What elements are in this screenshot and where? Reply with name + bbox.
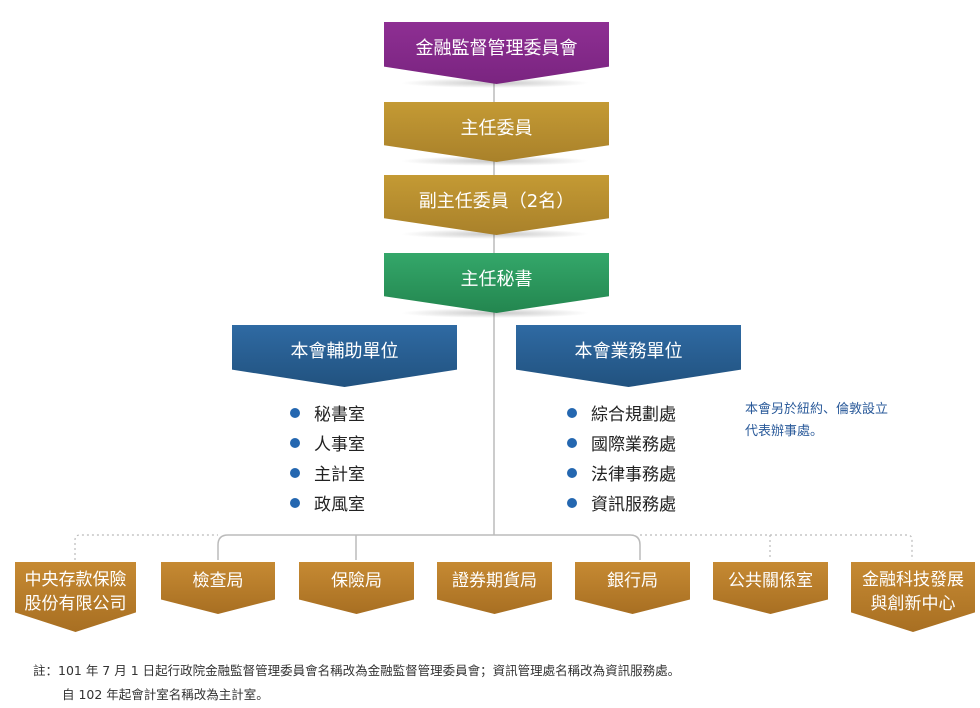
footnote-line: 註：101 年 7 月 1 日起行政院金融監督管理委員會名稱改為金融監督管理委員… [33, 663, 681, 678]
bureau-label: 檢查局 [192, 571, 244, 591]
bullet-icon [567, 497, 577, 508]
support-units-title: 本會輔助單位 [290, 341, 399, 362]
vice-chairman-label: 副主任委員（2名） [418, 191, 575, 212]
bullet-icon [567, 467, 577, 478]
bullet-icon [290, 407, 300, 418]
business-unit-label: 資訊服務處 [591, 495, 676, 515]
support-unit-item: 秘書室 [290, 400, 365, 425]
support-unit-item: 政風室 [290, 490, 365, 515]
bullet-icon [567, 437, 577, 448]
bullet-icon [290, 497, 300, 508]
support-unit-item: 人事室 [290, 430, 365, 455]
support-unit-item: 主計室 [290, 460, 365, 485]
bureau-label: 股份有限公司 [24, 594, 127, 614]
business-units-title: 本會業務單位 [574, 341, 683, 362]
support-unit-label: 政風室 [314, 495, 365, 515]
support-unit-label: 人事室 [314, 435, 365, 455]
bureau-label: 金融科技發展 [862, 570, 964, 590]
business-unit-item: 國際業務處 [567, 430, 676, 455]
secretary-general-label: 主任秘書 [460, 269, 533, 290]
support-unit-label: 主計室 [314, 465, 365, 485]
side-note-line: 代表辦事處。 [745, 424, 824, 439]
business-unit-item: 綜合規劃處 [567, 400, 676, 425]
bullet-icon [567, 407, 577, 418]
bureau-label: 與創新中心 [870, 594, 956, 614]
side-note-line: 本會另於紐約、倫敦設立 [745, 402, 889, 417]
bullet-icon [290, 437, 300, 448]
bureau-label: 證券期貨局 [452, 571, 537, 591]
side-note: 本會另於紐約、倫敦設立 代表辦事處。 [745, 399, 888, 443]
business-unit-label: 國際業務處 [591, 435, 676, 455]
bureau-label: 銀行局 [607, 571, 658, 591]
bureau-label: 中央存款保險 [24, 570, 127, 590]
bureau-label: 保險局 [331, 571, 382, 591]
bureau-box: 銀行局 [575, 562, 690, 614]
footnote-line: 自 102 年起會計室名稱改為主計室。 [62, 687, 269, 702]
commission-label: 金融監督管理委員會 [415, 38, 578, 59]
chairman-label: 主任委員 [460, 118, 533, 139]
bureau-label: 公共關係室 [728, 571, 813, 591]
business-unit-label: 法律事務處 [591, 465, 676, 485]
bullet-icon [290, 467, 300, 478]
business-unit-label: 綜合規劃處 [591, 405, 676, 425]
business-unit-item: 資訊服務處 [567, 490, 676, 515]
business-unit-item: 法律事務處 [567, 460, 676, 485]
support-unit-label: 秘書室 [314, 405, 365, 425]
